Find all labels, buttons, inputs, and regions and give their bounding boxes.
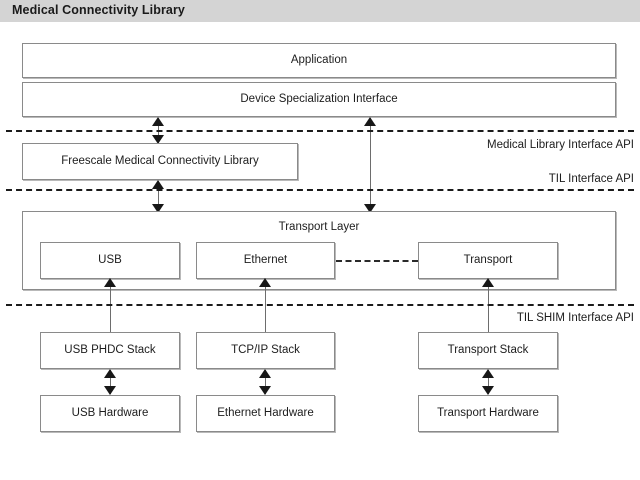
block-usb-hardware-label: USB Hardware (71, 407, 149, 420)
arrow-shaft (110, 279, 112, 349)
arrow-shaft (110, 370, 112, 394)
arrow-shaft (265, 279, 267, 349)
arrow-shaft (370, 118, 372, 212)
block-transport: Transport (418, 242, 558, 279)
block-ethernet-hardware-label: Ethernet Hardware (217, 407, 314, 420)
block-device-specialization-interface-label: Device Specialization Interface (240, 93, 398, 106)
block-device-specialization-interface: Device Specialization Interface (22, 82, 616, 117)
block-usb-label: USB (98, 254, 122, 267)
block-application: Application (22, 43, 616, 78)
separator-til-interface-api (6, 189, 634, 191)
arrow-head-up-icon (364, 117, 376, 126)
block-transport-hardware: Transport Hardware (418, 395, 558, 432)
block-tcpip-stack: TCP/IP Stack (196, 332, 335, 369)
arrow-shaft (158, 181, 160, 212)
block-ethernet: Ethernet (196, 242, 335, 279)
arrow-shaft (488, 370, 490, 394)
arrow-head-up-icon (104, 369, 116, 378)
arrow-head-up-icon (259, 369, 271, 378)
arrow-head-up-icon (482, 278, 494, 287)
block-ethernet-hardware: Ethernet Hardware (196, 395, 335, 432)
block-transport-stack: Transport Stack (418, 332, 558, 369)
arrow-shaft (265, 370, 267, 394)
api-label-til-interface-api: TIL Interface API (548, 173, 634, 185)
api-label-til-shim-interface-api: TIL SHIM Interface API (516, 312, 634, 324)
block-freescale-medical-connectivity-library: Freescale Medical Connectivity Library (22, 143, 298, 180)
block-transport-label: Transport (463, 254, 513, 267)
block-application-label: Application (290, 54, 348, 67)
arrow-head-down-icon (482, 386, 494, 395)
connector-ethernet-to-transport (336, 260, 418, 262)
arrow-head-up-icon (259, 278, 271, 287)
separator-til-shim-interface-api (6, 304, 634, 306)
arrow-head-down-icon (259, 386, 271, 395)
block-usb-hardware: USB Hardware (40, 395, 180, 432)
architecture-diagram: Application Device Specialization Interf… (0, 22, 640, 480)
arrow-library-to-transport-layer (152, 180, 165, 213)
block-usb-phdc-stack-label: USB PHDC Stack (64, 344, 156, 357)
arrow-head-up-icon (104, 278, 116, 287)
arrow-shaft (488, 279, 490, 349)
arrow-head-down-icon (152, 204, 164, 213)
block-transport-hardware-label: Transport Hardware (437, 407, 539, 420)
arrow-usb-phdc-stack-to-usb-hardware (104, 369, 117, 395)
arrow-head-up-icon (152, 117, 164, 126)
arrow-head-down-icon (104, 386, 116, 395)
block-tcpip-stack-label: TCP/IP Stack (231, 344, 300, 357)
block-transport-layer-label: Transport Layer (278, 221, 360, 233)
arrow-head-down-icon (364, 204, 376, 213)
arrow-dsi-to-transport-layer (364, 117, 377, 213)
title-bar: Medical Connectivity Library (0, 0, 640, 22)
arrow-tcpip-stack-to-ethernet-hardware (259, 369, 272, 395)
separator-medical-library-interface-api (6, 130, 634, 132)
block-transport-stack-label: Transport Stack (447, 344, 529, 357)
api-label-medical-library-interface-api: Medical Library Interface API (486, 139, 634, 151)
arrow-head-up-icon (482, 369, 494, 378)
block-ethernet-label: Ethernet (243, 254, 288, 267)
block-freescale-medical-connectivity-library-label: Freescale Medical Connectivity Library (61, 155, 259, 168)
block-usb: USB (40, 242, 180, 279)
page-title: Medical Connectivity Library (12, 3, 185, 17)
arrow-transport-stack-to-transport-hardware (482, 369, 495, 395)
arrow-head-up-icon (152, 180, 164, 189)
arrow-head-down-icon (152, 135, 164, 144)
block-usb-phdc-stack: USB PHDC Stack (40, 332, 180, 369)
